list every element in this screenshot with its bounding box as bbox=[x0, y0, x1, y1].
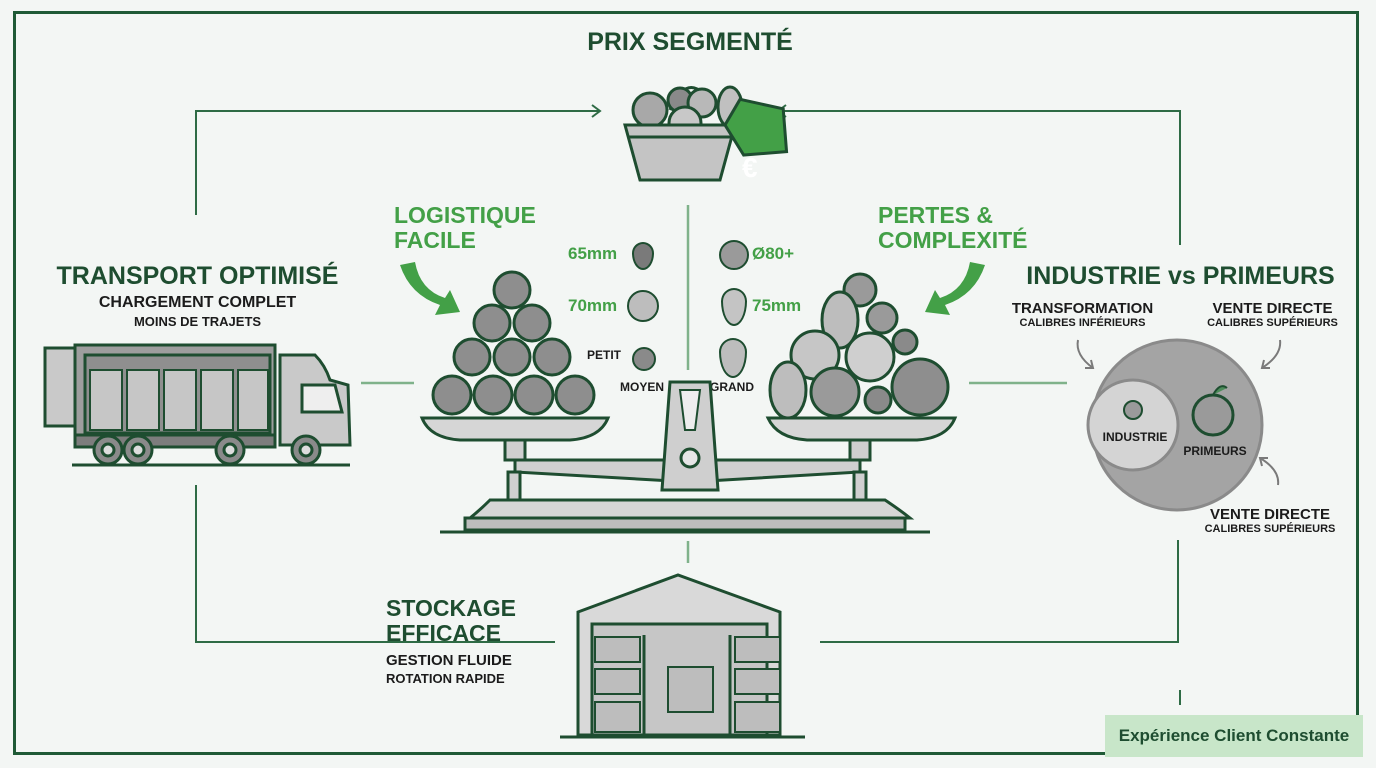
arrow-down-right-icon bbox=[400, 262, 460, 315]
orange-icon bbox=[719, 240, 749, 270]
logistique-label: LOGISTIQUE FACILE bbox=[394, 203, 536, 253]
transport-title: TRANSPORT OPTIMISÉ bbox=[56, 262, 339, 290]
footer-badge: Expérience Client Constante bbox=[1105, 715, 1363, 757]
size-65: 65mm bbox=[568, 244, 618, 263]
primeurs-circle-label: PRIMEURS bbox=[1183, 444, 1247, 458]
delivery-truck-icon bbox=[43, 343, 352, 467]
size-petit: PETIT bbox=[587, 348, 622, 362]
stockage-line-b: ROTATION RAPIDE bbox=[386, 671, 505, 686]
euro-symbol: € bbox=[742, 152, 758, 183]
size-moyen: MOYEN bbox=[620, 380, 665, 394]
logistique-line1: LOGISTIQUE bbox=[394, 202, 536, 228]
pertes-line1: PERTES & bbox=[878, 202, 994, 228]
arrow-down-left-icon bbox=[925, 262, 985, 315]
vente-directe-caption-bottom: VENTE DIRECTE CALIBRES SUPÉRIEURS bbox=[1190, 506, 1350, 535]
stockage-line1: STOCKAGE bbox=[386, 595, 516, 621]
transformation-sub: CALIBRES INFÉRIEURS bbox=[1019, 317, 1146, 329]
warehouse-icon bbox=[560, 573, 805, 739]
transport-line2: MOINS DE TRAJETS bbox=[133, 314, 262, 329]
transformation-title: TRANSFORMATION bbox=[1011, 300, 1154, 317]
orange-icon bbox=[627, 290, 659, 322]
vente-directe-title-bottom: VENTE DIRECTE bbox=[1209, 506, 1330, 523]
balance-scale-icon bbox=[419, 270, 958, 534]
stockage-line2: EFFICACE bbox=[386, 620, 501, 646]
pear-icon bbox=[721, 288, 747, 326]
transport-line1: CHARGEMENT COMPLET bbox=[98, 294, 297, 311]
fruit-basket-euro-tag-icon: € bbox=[623, 85, 789, 183]
vente-directe-title-top: VENTE DIRECTE bbox=[1212, 300, 1333, 317]
pertes-line2: COMPLEXITÉ bbox=[878, 227, 1028, 253]
strawberry-icon bbox=[632, 242, 654, 270]
pertes-label: PERTES & COMPLEXITÉ bbox=[878, 203, 1028, 253]
logistique-line2: FACILE bbox=[394, 227, 476, 253]
outer-frame bbox=[13, 11, 1359, 755]
industrie-circle-label: INDUSTRIE bbox=[1102, 430, 1168, 444]
stockage-line-a: GESTION FLUIDE bbox=[386, 652, 512, 669]
stockage-title: STOCKAGE EFFICACE bbox=[386, 596, 516, 646]
size-grand: GRAND bbox=[710, 380, 754, 394]
vente-directe-caption-top: VENTE DIRECTE CALIBRES SUPÉRIEURS bbox=[1195, 300, 1350, 329]
venn-circles-icon bbox=[1086, 338, 1264, 512]
vente-directe-sub-bottom: CALIBRES SUPÉRIEURS bbox=[1204, 523, 1336, 535]
curved-arrows bbox=[1076, 339, 1282, 486]
industrie-title: INDUSTRIE vs PRIMEURS bbox=[1026, 262, 1335, 290]
transformation-caption: TRANSFORMATION CALIBRES INFÉRIEURS bbox=[1000, 300, 1165, 329]
apple-icon bbox=[632, 347, 656, 371]
pear-icon bbox=[719, 338, 747, 378]
size-70: 70mm bbox=[568, 296, 618, 315]
size-80: Ø80+ bbox=[752, 244, 795, 263]
top-title: PRIX SEGMENTÉ bbox=[587, 28, 793, 56]
vente-directe-sub-top: CALIBRES SUPÉRIEURS bbox=[1207, 317, 1338, 329]
size-75: 75mm bbox=[752, 296, 802, 315]
